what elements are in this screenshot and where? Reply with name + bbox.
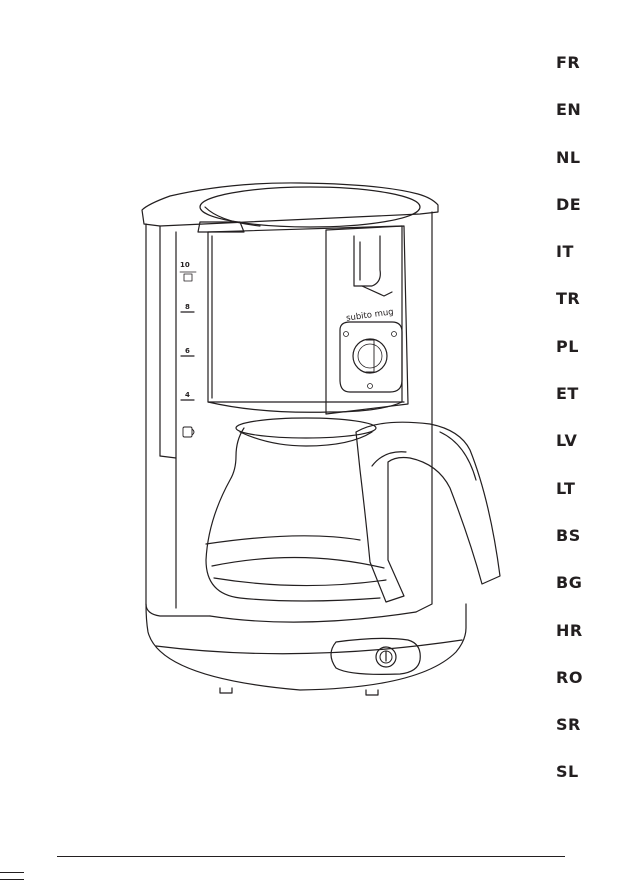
language-code: ET (556, 383, 616, 430)
language-code: FR (556, 52, 616, 99)
level-4-label: 4 (185, 391, 190, 399)
language-code: PL (556, 336, 616, 383)
lid (142, 183, 438, 232)
language-code: LT (556, 478, 616, 525)
language-code: BS (556, 525, 616, 572)
footer-rule (57, 856, 565, 857)
language-code: DE (556, 194, 616, 241)
filter-panel: subito mug (326, 226, 408, 414)
language-code: HR (556, 620, 616, 667)
language-code: LV (556, 430, 616, 477)
coffee-maker-illustration: 10 8 6 4 subito mug (128, 180, 508, 700)
language-code: BG (556, 572, 616, 619)
water-level-scale: 10 8 6 4 (180, 261, 196, 437)
water-tank (146, 212, 432, 616)
language-code: SL (556, 761, 616, 808)
language-code: RO (556, 667, 616, 714)
language-code: SR (556, 714, 616, 761)
carafe (206, 418, 500, 602)
language-list: FR EN NL DE IT TR PL ET LV LT BS BG HR R… (556, 52, 616, 809)
level-8-label: 8 (185, 303, 190, 311)
language-code: TR (556, 288, 616, 335)
page-edge-mark (0, 872, 24, 880)
level-6-label: 6 (185, 347, 190, 355)
language-code: NL (556, 147, 616, 194)
base (146, 604, 466, 695)
mug-icon (183, 427, 192, 437)
level-10-label: 10 (180, 261, 190, 269)
carafe-handle (356, 422, 500, 602)
selector-dial-frame (340, 322, 402, 392)
product-model-label: subito mug (345, 307, 394, 324)
language-code: EN (556, 99, 616, 146)
language-code: IT (556, 241, 616, 288)
